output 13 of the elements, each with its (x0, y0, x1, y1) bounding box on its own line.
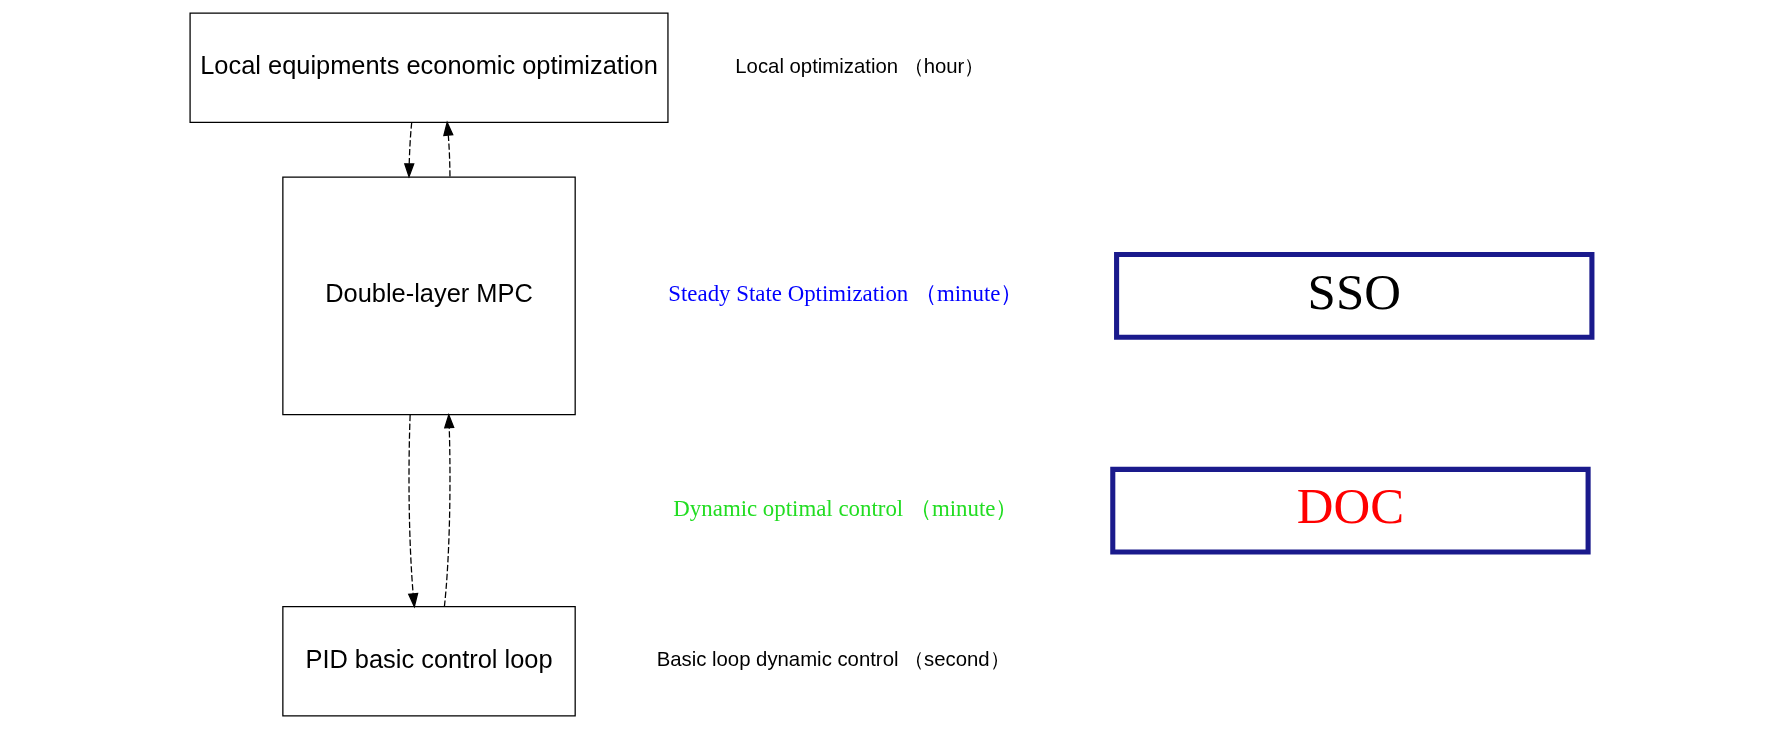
node-box: Double-layer MPC (281, 176, 576, 416)
node-box: DOC (1109, 466, 1591, 555)
label: Steady State Optimization （minute） (667, 281, 1023, 307)
arrow (403, 121, 415, 179)
label: Dynamic optimal control （minute） (672, 496, 1018, 522)
label: Basic loop dynamic control （second） (656, 648, 1010, 671)
node-box: SSO (1113, 252, 1594, 340)
arrow (442, 120, 454, 178)
node-box: PID basic control loop (281, 605, 576, 717)
arrow (407, 414, 418, 609)
label: Local optimization （hour） (734, 54, 984, 77)
arrow (443, 413, 455, 608)
node-box: Local equipments economic optimization (188, 12, 669, 124)
